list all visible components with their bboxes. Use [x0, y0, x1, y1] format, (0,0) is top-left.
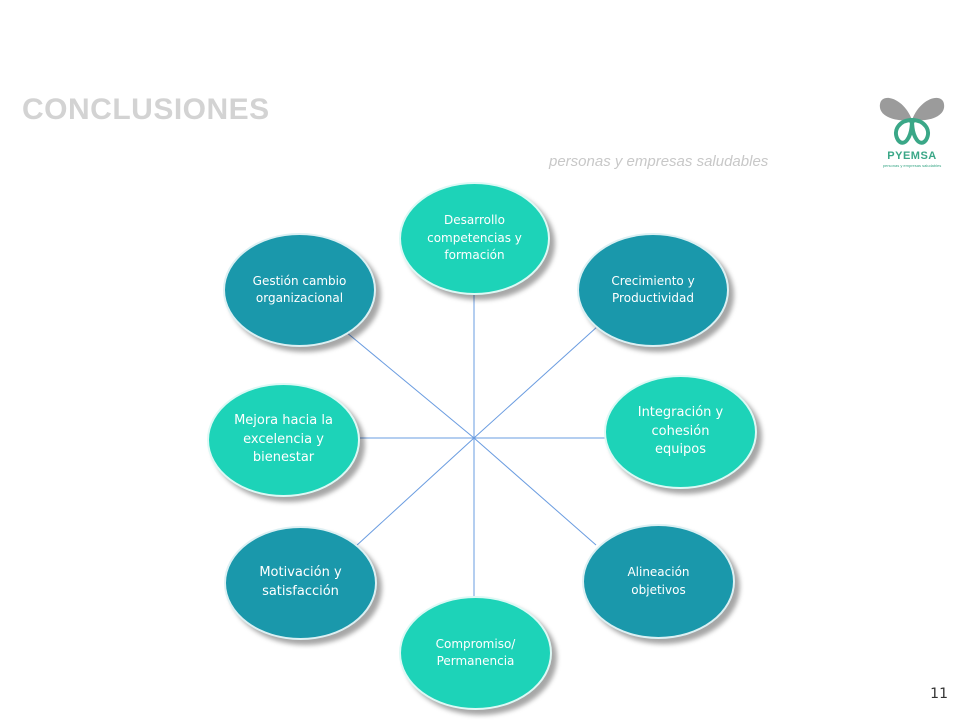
logo-tagline: personas y empresas saludables: [882, 163, 942, 168]
page-number: 11: [930, 686, 948, 702]
connector-bottom-right: [473, 437, 597, 546]
node-integracion-cohesion: Integración y cohesión equipos: [604, 375, 757, 489]
node-mejora-excelencia: Mejora hacia la excelencia y bienestar: [207, 383, 360, 497]
logo-name: PYEMSA: [887, 150, 937, 162]
node-gestion-cambio: Gestión cambio organizacional: [223, 233, 376, 347]
node-desarrollo-competencias: Desarrollo competencias y formación: [399, 182, 550, 295]
node-alineacion-objetivos: Alineación objetivos: [582, 524, 735, 639]
slide-title: CONCLUSIONES: [22, 93, 270, 126]
node-motivacion-satisfaccion: Motivación y satisfacción: [224, 526, 377, 640]
connector-top-right: [473, 325, 599, 439]
connector-top-left: [345, 331, 475, 439]
node-crecimiento-productividad: Crecimiento y Productividad: [577, 233, 729, 347]
butterfly-logo-icon: [879, 97, 945, 145]
connector-bottom-left: [355, 437, 475, 547]
node-compromiso-permanencia: Compromiso/ Permanencia: [399, 596, 552, 710]
slide-tagline: personas y empresas saludables: [549, 153, 769, 170]
pyemsa-logo: PYEMSA personas y empresas saludables: [874, 90, 950, 174]
